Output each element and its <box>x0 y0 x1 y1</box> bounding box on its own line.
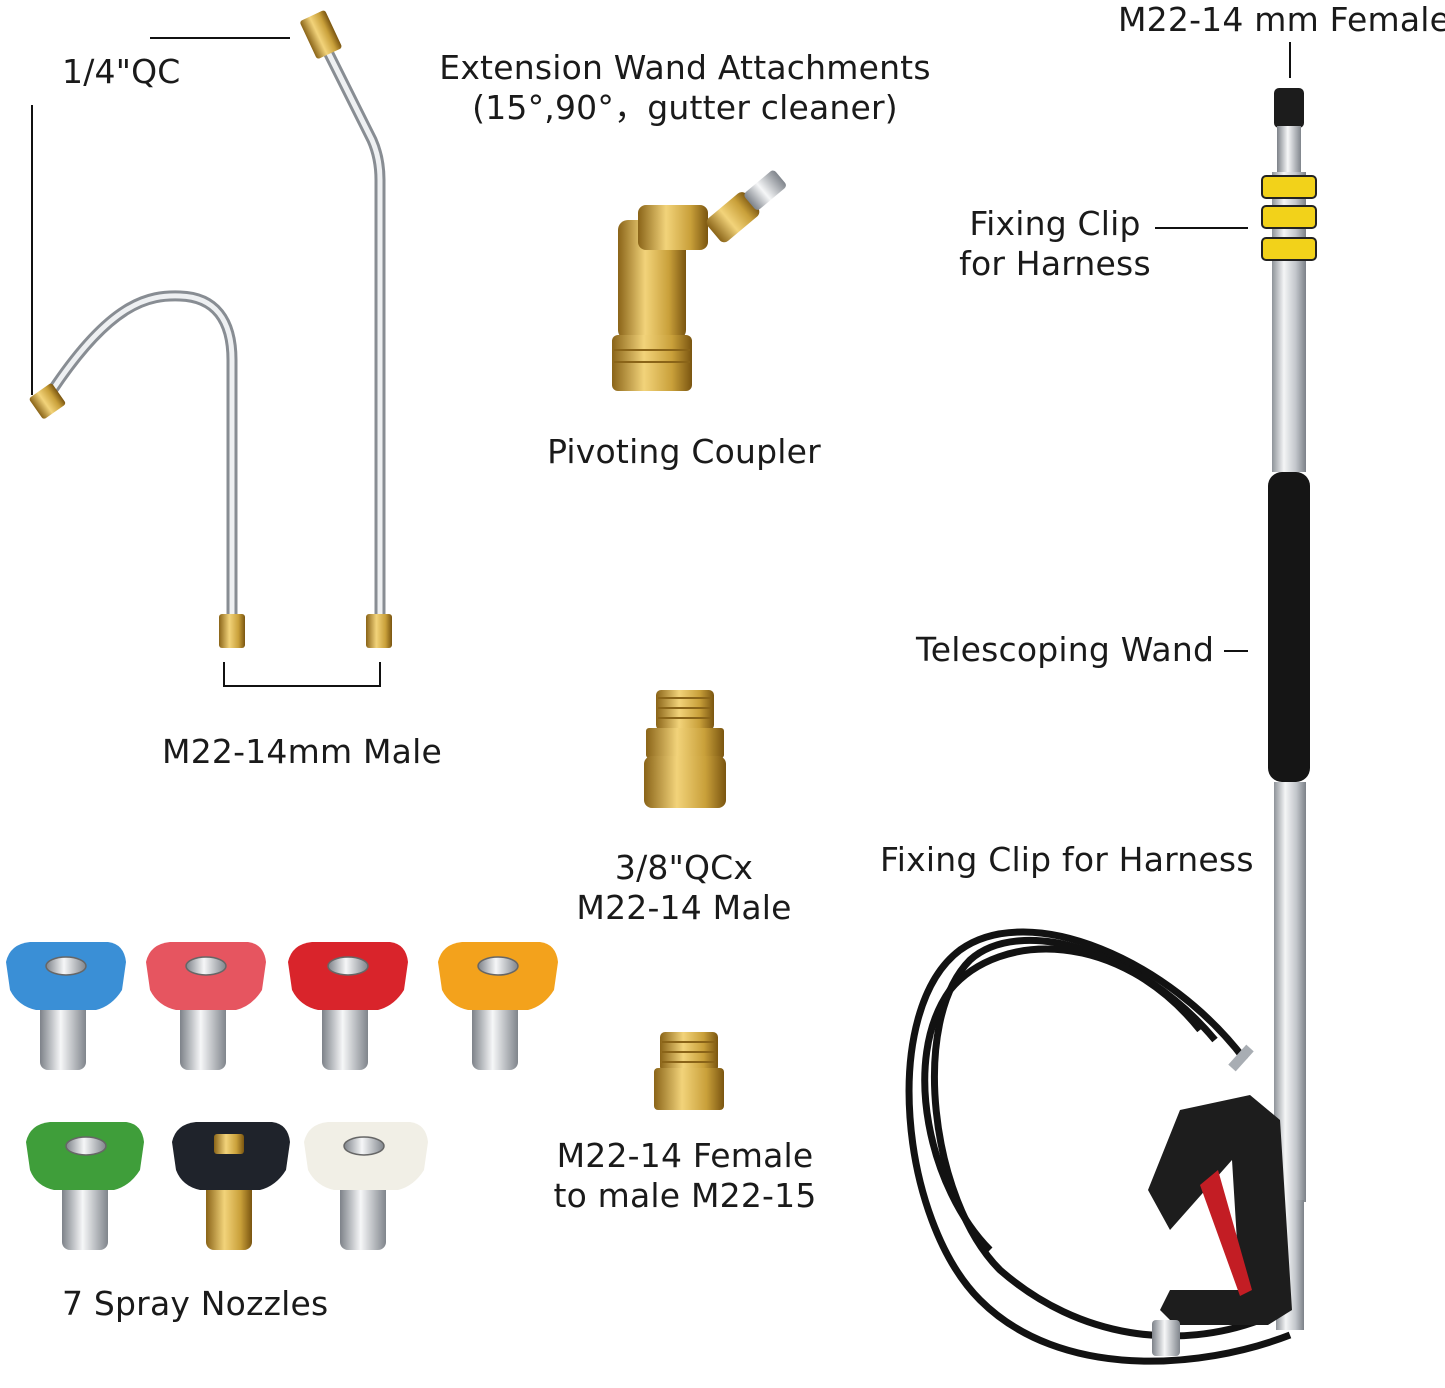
pressure-hose <box>905 928 1292 1365</box>
gutter-wand <box>29 290 245 648</box>
leader-lines <box>31 37 1291 687</box>
pivoting-coupler-label: Pivoting Coupler <box>547 432 821 471</box>
fixing-clips <box>1261 175 1317 261</box>
nozzle-white <box>304 1122 428 1250</box>
qc-male-label-line2: M22-14 Male <box>576 888 792 927</box>
telescoping-wand-label: Telescoping Wand <box>916 630 1215 669</box>
fixing-clip-harness-label: Fixing Clip for Harness <box>880 840 1254 879</box>
spray-nozzles-label: 7 Spray Nozzles <box>62 1284 329 1323</box>
fixing-clip-label-line2: for Harness <box>959 244 1151 283</box>
nozzle-black <box>172 1122 290 1250</box>
spray-gun <box>1148 1044 1292 1356</box>
fixing-clip-label-line1: Fixing Clip <box>969 204 1141 243</box>
nozzle-green <box>26 1122 144 1250</box>
female-male-adapter <box>654 1032 724 1110</box>
female-male-label-line1: M22-14 Female <box>556 1136 814 1175</box>
nozzle-red <box>288 942 408 1070</box>
extension-title-line1: Extension Wand Attachments <box>439 48 931 87</box>
qc-male-adapter <box>644 690 726 808</box>
nozzle-orange <box>438 942 558 1070</box>
angled-wand <box>300 10 392 648</box>
qc-male-label-line1: 3/8"QCx <box>614 848 754 887</box>
nozzle-blue <box>6 942 126 1070</box>
pivoting-coupler <box>612 170 786 391</box>
quick-connect-label: 1/4"QC <box>62 52 181 91</box>
extension-title-line2: (15°,90°，gutter cleaner) <box>472 88 898 127</box>
m22-male-label: M22-14mm Male <box>162 732 442 771</box>
female-male-label-line2: to male M22-15 <box>553 1176 817 1215</box>
spray-nozzles <box>6 942 558 1250</box>
top-female-label: M22-14 mm Female <box>1118 0 1445 39</box>
nozzle-pink <box>146 942 266 1070</box>
